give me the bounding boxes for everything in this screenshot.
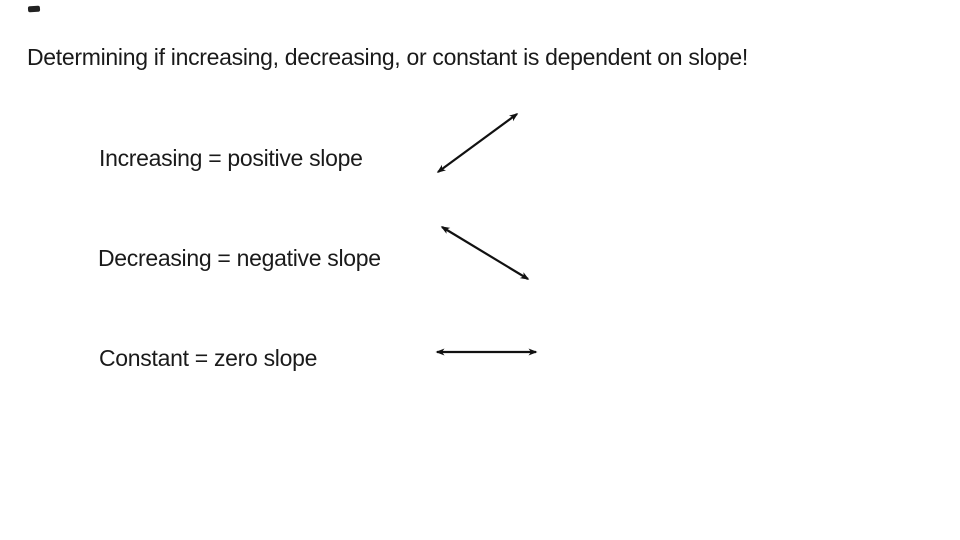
slide-title: Determining if increasing, decreasing, o…: [27, 44, 748, 70]
constant-slope-definition: Constant = zero slope: [99, 345, 318, 371]
negative-slope-arrow: [440, 226, 530, 280]
increasing-slope-definition: Increasing = positive slope: [99, 145, 363, 171]
stray-ink-mark: [27, 5, 41, 13]
positive-slope-arrow: [436, 113, 519, 173]
decreasing-slope-definition: Decreasing = negative slope: [98, 245, 381, 271]
